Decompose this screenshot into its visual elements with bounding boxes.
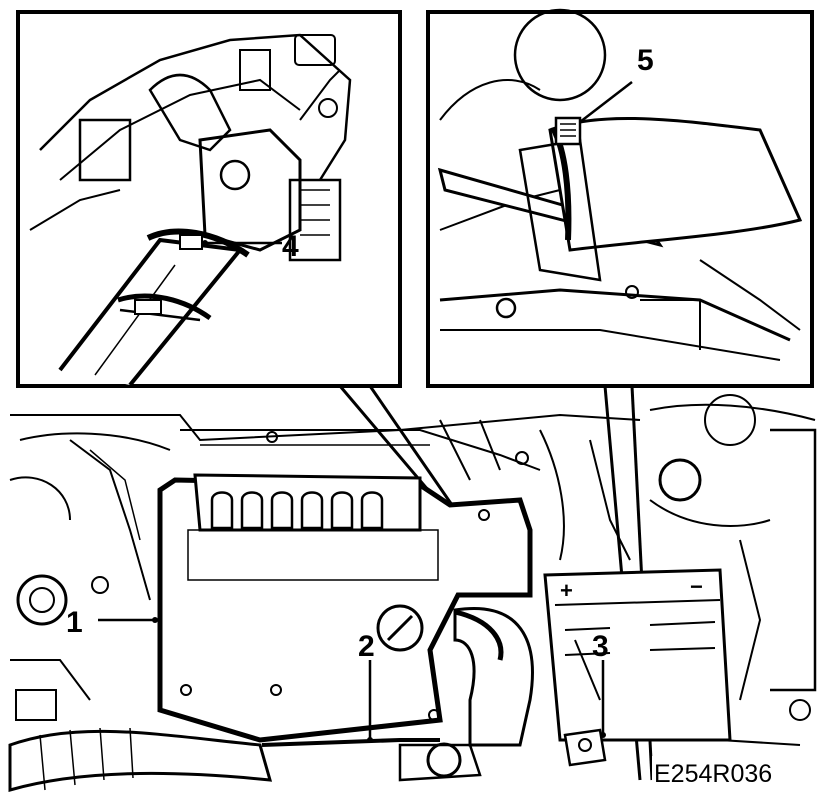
battery [543, 568, 732, 742]
figure-code: E254R036 [654, 760, 772, 788]
inset-throttle-body [16, 10, 402, 388]
callout-1: 1 [66, 606, 83, 639]
intake-ribs [210, 491, 384, 530]
battery-plus-symbol: + [560, 578, 573, 603]
main-engine-bay: + − [8, 385, 817, 792]
callout-4: 4 [282, 230, 299, 263]
battery-minus-symbol: − [690, 574, 703, 599]
callout-3: 3 [592, 630, 609, 663]
callout-2: 2 [358, 630, 375, 663]
callout-5: 5 [637, 44, 654, 77]
inset-hose-clamp [426, 8, 814, 388]
